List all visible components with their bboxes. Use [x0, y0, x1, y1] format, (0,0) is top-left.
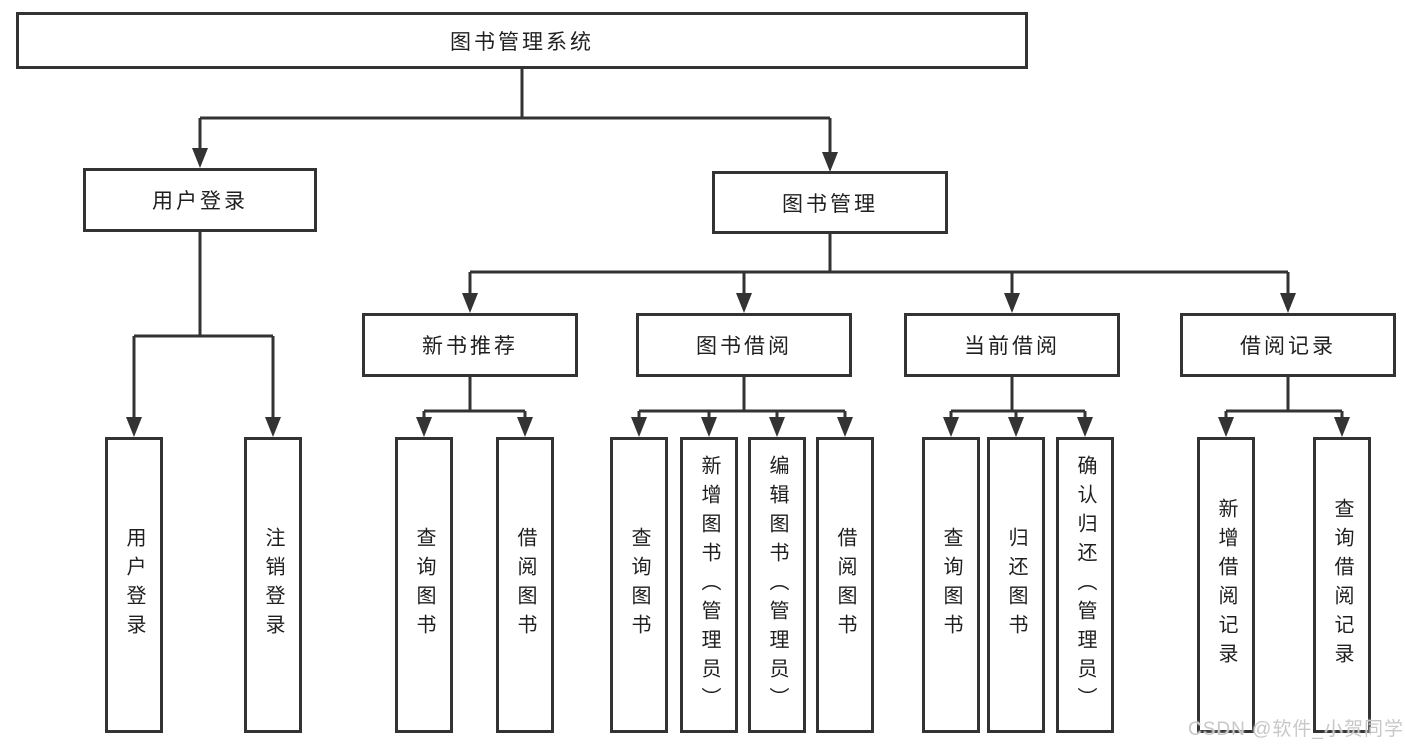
node-label: 归还图书 [1005, 527, 1027, 643]
node-label: 确认归还（管理员） [1074, 454, 1096, 716]
leaf-add-book-admin: 新增图书（管理员） [680, 437, 738, 733]
leaf-borrowing-borrow-books: 借阅图书 [816, 437, 874, 733]
csdn-watermark: CSDN @软件_小贺同学 [1188, 719, 1404, 740]
node-label: 图书管理系统 [450, 30, 594, 54]
leaf-logout: 注销登录 [244, 437, 302, 733]
leaf-recommend-borrow-books: 借阅图书 [496, 437, 554, 733]
node-label: 新书推荐 [422, 335, 518, 358]
node-label: 用户登录 [152, 190, 248, 213]
node-label: 借阅图书 [514, 527, 536, 643]
leaf-recommend-query-books: 查询图书 [395, 437, 453, 733]
node-user-login: 用户登录 [83, 168, 317, 232]
node-label: 图书借阅 [696, 335, 792, 358]
leaf-current-query-books: 查询图书 [922, 437, 980, 733]
node-label: 用户登录 [123, 527, 145, 643]
node-label: 查询借阅记录 [1331, 498, 1353, 672]
leaf-confirm-return-admin: 确认归还（管理员） [1056, 437, 1114, 733]
node-book-borrowing: 图书借阅 [636, 313, 852, 377]
node-label: 新增图书（管理员） [698, 454, 720, 716]
leaf-borrowing-query-books: 查询图书 [610, 437, 668, 733]
leaf-return-books: 归还图书 [987, 437, 1045, 733]
leaf-user-login: 用户登录 [105, 437, 163, 733]
node-label: 当前借阅 [964, 335, 1060, 358]
node-label: 借阅图书 [834, 527, 856, 643]
node-label: 图书管理 [782, 192, 878, 216]
leaf-edit-book-admin: 编辑图书（管理员） [748, 437, 806, 733]
leaf-query-borrow-record: 查询借阅记录 [1313, 437, 1371, 733]
node-label: 注销登录 [262, 527, 284, 643]
node-label: 查询图书 [940, 527, 962, 643]
node-current-borrowing: 当前借阅 [904, 313, 1120, 377]
node-label: 新增借阅记录 [1215, 498, 1237, 672]
node-label: 借阅记录 [1240, 335, 1336, 358]
node-label: 查询图书 [628, 527, 650, 643]
node-label: 编辑图书（管理员） [766, 454, 788, 716]
node-book-management: 图书管理 [712, 171, 948, 234]
node-label: 查询图书 [413, 527, 435, 643]
leaf-add-borrow-record: 新增借阅记录 [1197, 437, 1255, 733]
node-new-book-recommendation: 新书推荐 [362, 313, 578, 377]
tree-spine-lines [134, 68, 1342, 413]
node-library-management-system: 图书管理系统 [16, 12, 1028, 69]
node-borrowing-records: 借阅记录 [1180, 313, 1396, 377]
